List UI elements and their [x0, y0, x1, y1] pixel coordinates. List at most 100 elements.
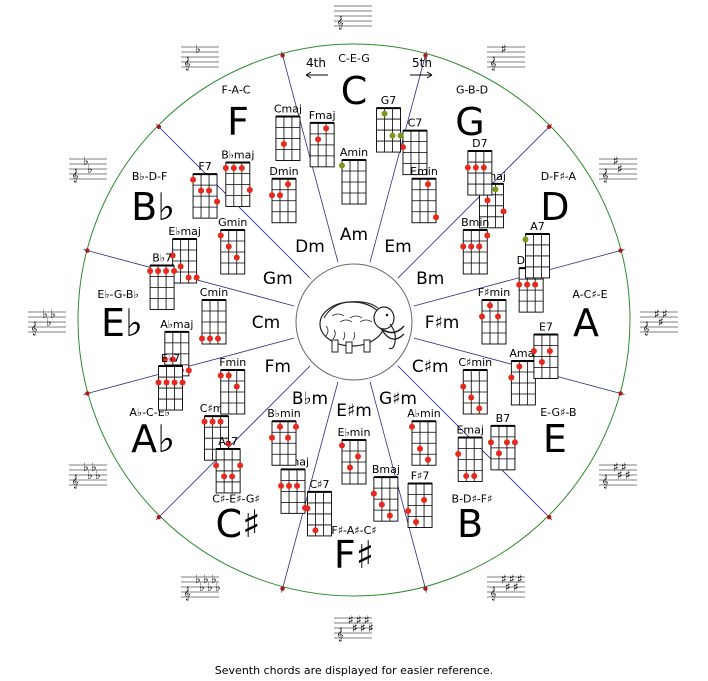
- finger-dot: [177, 263, 184, 270]
- finger-dot: [193, 274, 200, 281]
- finger-dot: [460, 243, 467, 250]
- chord-diagram: Cmin: [199, 286, 228, 345]
- finger-dot: [214, 198, 221, 205]
- chord-diagram: Emin: [410, 165, 439, 224]
- treble-clef-icon: 𝄞: [601, 168, 608, 182]
- treble-clef-icon: 𝄞: [183, 586, 190, 600]
- key-signature-staff: 𝄞♯♯♯♯♯♯: [334, 613, 374, 641]
- flat-icon: ♭: [50, 307, 56, 321]
- chord-name: E7: [539, 321, 553, 334]
- sharp-icon: ♯: [613, 154, 619, 168]
- chord-name: C7: [408, 117, 423, 130]
- finger-dot: [495, 450, 502, 457]
- chord-diagram: B♭min: [267, 407, 301, 466]
- sharp-icon: ♯: [509, 572, 515, 586]
- finger-dot: [225, 440, 232, 447]
- major-key-notes: E♭-G-B♭: [97, 288, 138, 301]
- chord-name: E♭min: [338, 426, 371, 439]
- flat-icon: ♭: [195, 572, 201, 586]
- finger-dot: [185, 367, 192, 374]
- finger-dot: [370, 490, 377, 497]
- relative-minor-label: Gm: [263, 269, 293, 289]
- flat-icon: ♭: [95, 468, 101, 482]
- finger-dot: [479, 313, 485, 320]
- chord-diagram: Bmin: [460, 216, 491, 275]
- key-signature-staff: 𝄞♯♯: [599, 154, 638, 182]
- treble-clef-icon: 𝄞: [336, 15, 343, 29]
- finger-dot: [222, 165, 229, 172]
- sharp-icon: ♯: [368, 621, 374, 635]
- finger-dot: [277, 423, 283, 430]
- finger-dot: [455, 450, 462, 457]
- chord-name: A7: [530, 220, 545, 233]
- finger-dot: [425, 456, 431, 463]
- chord-name: F♯min: [478, 286, 510, 299]
- chord-diagram: Amaj: [508, 347, 537, 406]
- finger-dot: [480, 164, 487, 171]
- finger-dot: [538, 359, 545, 366]
- treble-clef-icon: 𝄞: [642, 321, 649, 335]
- finger-dot: [472, 164, 479, 171]
- outer-circle: [77, 43, 631, 597]
- chord-diagram: A♭min: [407, 407, 441, 466]
- sharp-icon: ♯: [658, 315, 664, 329]
- major-key-label: E: [543, 417, 567, 461]
- finger-dot: [286, 482, 293, 489]
- sharp-icon: ♯: [505, 580, 511, 594]
- finger-dot: [179, 379, 186, 386]
- finger-dot: [417, 445, 423, 452]
- finger-dot: [278, 482, 285, 489]
- spoke-line: [281, 381, 339, 593]
- treble-clef-icon: 𝄞: [71, 168, 78, 182]
- chord-name: Bmin: [461, 216, 489, 229]
- finger-dot: [476, 243, 483, 250]
- finger-dot: [532, 281, 539, 288]
- treble-clef-icon: 𝄞: [71, 474, 78, 488]
- finger-dot: [511, 439, 518, 446]
- chord-name: F♯7: [411, 469, 430, 482]
- chord-name: Cmaj: [274, 103, 302, 116]
- relative-minor-label: Bm: [416, 269, 444, 289]
- chord-name: E♭maj: [168, 225, 201, 238]
- finger-dot: [495, 313, 501, 320]
- chord-diagram: Cmaj: [274, 103, 302, 161]
- finger-dot: [221, 473, 228, 480]
- key-signature-staff: 𝄞♯: [487, 42, 525, 70]
- finger-dot: [163, 379, 170, 386]
- major-key-label: G: [455, 100, 484, 144]
- finger-dot: [217, 232, 224, 239]
- relative-minor-label: F♯m: [425, 313, 460, 333]
- sharp-icon: ♯: [517, 572, 523, 586]
- flat-icon: ♭: [87, 162, 93, 176]
- chord-name: Cmin: [200, 286, 228, 299]
- finger-dot: [285, 434, 291, 441]
- flat-icon: ♭: [87, 468, 93, 482]
- finger-dot: [315, 136, 322, 143]
- finger-dot: [421, 496, 428, 503]
- chord-diagram: Gmin: [217, 216, 247, 275]
- sharp-icon: ♯: [662, 307, 668, 321]
- finger-dot: [198, 187, 205, 194]
- finger-dot: [225, 372, 232, 379]
- relative-minor-label: Dm: [295, 237, 325, 257]
- chord-diagram: F7: [190, 160, 221, 219]
- treble-clef-icon: 𝄞: [183, 56, 190, 70]
- key-signature-staff: 𝄞: [334, 5, 372, 29]
- finger-dot: [487, 439, 494, 446]
- chord-diagram: E♭min: [338, 426, 371, 485]
- finger-dot: [161, 356, 168, 363]
- chord-diagram: A♭7: [213, 435, 244, 494]
- major-key-label: F: [227, 100, 249, 144]
- finger-dot: [524, 281, 531, 288]
- chord-name: B7: [496, 412, 511, 425]
- finger-dot: [468, 394, 475, 401]
- sharp-icon: ♯: [613, 460, 619, 474]
- relative-minor-label: Am: [340, 225, 368, 245]
- circle-markers: [85, 53, 623, 591]
- finger-dot: [312, 527, 319, 534]
- chord-name: B♭maj: [221, 149, 254, 162]
- finger-dot: [201, 418, 208, 425]
